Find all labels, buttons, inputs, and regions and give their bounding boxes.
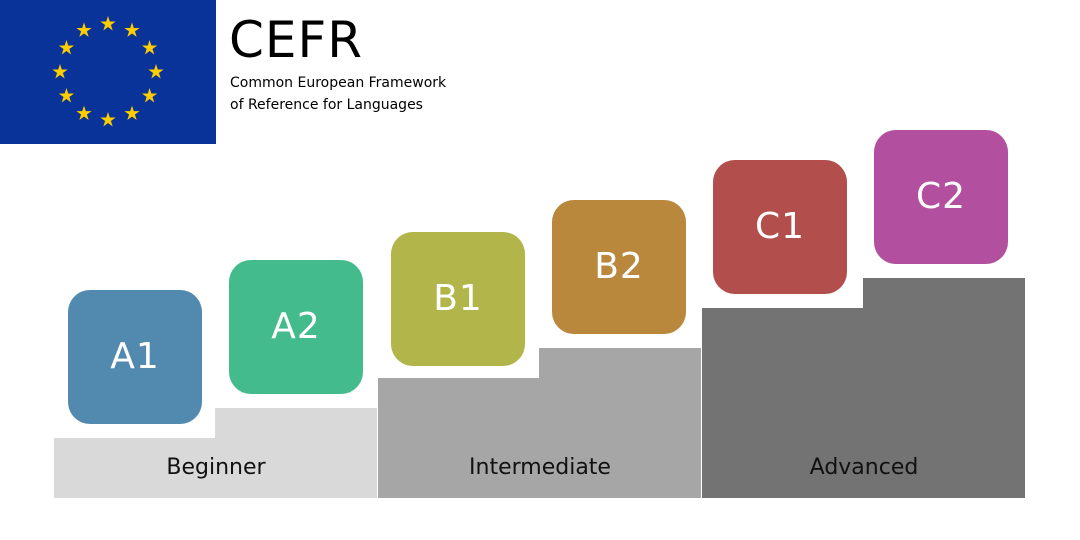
flag-star-icon [148,64,164,79]
beginner-step-low [54,438,216,498]
flag-star-icon [100,16,116,31]
level-box-c1: C1 [713,160,847,294]
level-box-a1: A1 [68,290,202,424]
beginner-step-high [215,408,377,498]
advanced-step-high [863,278,1025,498]
stage-label-beginner: Beginner [166,455,266,480]
level-box-b2: B2 [552,200,686,334]
flag-star-icon [124,22,140,37]
flag-star-icon [52,64,68,79]
page-title: CEFR [229,11,364,69]
flag-star-icon [141,40,158,55]
flag-star-icon [124,105,140,121]
intermediate-step-low [378,378,540,498]
stage-label-advanced: Advanced [809,455,919,480]
level-box-a2: A2 [229,260,363,394]
flag-star-icon [58,40,75,55]
page-subtitle: Common European Framework of Reference f… [230,75,447,113]
level-box-c2: C2 [874,130,1008,264]
flag-star-icon [58,88,75,103]
flag-star-icon [76,22,92,37]
level-box-b1: B1 [391,232,525,366]
flag-star-icon [141,88,158,103]
eu-flag-icon [0,0,216,144]
flag-star-icon [76,105,92,121]
intermediate-step-high [539,348,701,498]
stage-label-intermediate: Intermediate [469,455,611,480]
advanced-step-low [702,308,864,498]
flag-star-icon [100,112,116,127]
